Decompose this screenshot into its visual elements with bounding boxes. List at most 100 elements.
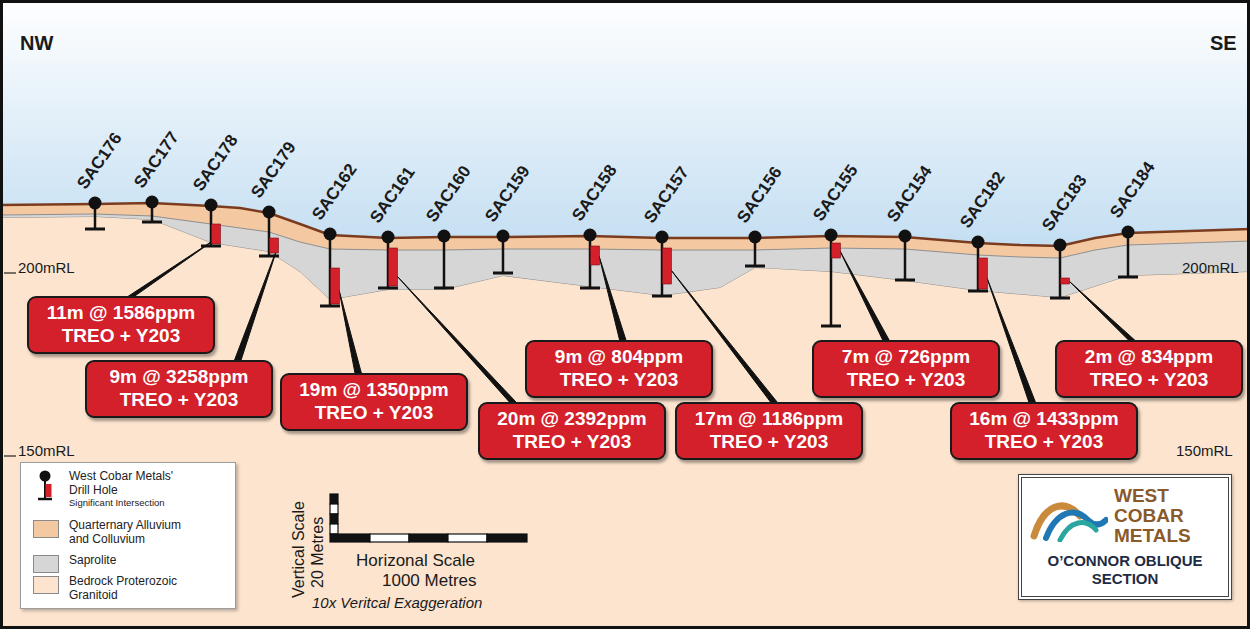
- scale-label: 20 Metres: [309, 517, 327, 588]
- drill-hole: [821, 229, 841, 327]
- hole-collar: [656, 231, 669, 244]
- brand-row: WEST COBAR METALS: [1022, 478, 1228, 548]
- intercept-text: 17m @ 1186ppm TREO + Y203: [690, 408, 848, 454]
- hole-collar: [1054, 239, 1067, 252]
- drill-hole: [378, 231, 398, 289]
- hole-collar: [899, 230, 912, 243]
- hole-collar: [972, 236, 985, 249]
- intercept-callout: 7m @ 726ppm TREO + Y203: [812, 340, 1000, 398]
- hole-collar: [497, 230, 510, 243]
- drill-hole: [320, 228, 340, 307]
- hole-end: [895, 279, 915, 282]
- intercept-callout: 2m @ 834ppm TREO + Y203: [1055, 340, 1243, 398]
- hole-collar: [40, 471, 51, 482]
- intercept-text: 16m @ 1433ppm TREO + Y203: [965, 408, 1123, 454]
- rl-label: 200mRL: [18, 259, 75, 276]
- drill-hole: [1118, 226, 1138, 278]
- hole-end: [259, 255, 279, 258]
- hole-collar: [205, 199, 218, 212]
- alluvium-layer: [0, 203, 1250, 629]
- hole-collar: [146, 196, 159, 209]
- drill-hole: [968, 236, 988, 292]
- legend-swatch: [33, 576, 59, 594]
- intercept-text: 7m @ 726ppm TREO + Y203: [827, 346, 985, 392]
- hole-end: [85, 228, 105, 231]
- hole-end: [38, 498, 52, 501]
- logo-box: WEST COBAR METALS O’CONNOR OBLIQUE SECTIO…: [1018, 474, 1232, 600]
- drill-hole: [1050, 239, 1070, 299]
- rl-label: 150mRL: [18, 442, 75, 459]
- scale-label: Vertical Scale: [290, 501, 308, 598]
- hole-end: [378, 287, 398, 290]
- hole-collar: [263, 206, 276, 219]
- legend-text: Saprolite: [69, 553, 189, 567]
- leader-line: [232, 246, 279, 368]
- hole-collar: [584, 229, 597, 242]
- drill-hole: [580, 229, 600, 289]
- leader-line: [117, 236, 221, 304]
- intercept-text: 11m @ 1586ppm TREO + Y203: [42, 302, 200, 348]
- brand-name: WEST COBAR METALS: [1114, 486, 1198, 546]
- hole-trace: [1127, 233, 1130, 277]
- intersection-bar: [663, 248, 672, 284]
- intersection-bar: [46, 484, 52, 497]
- drill-hole: [745, 231, 765, 267]
- compass-label: NW: [20, 32, 53, 55]
- intersection-bar: [1061, 278, 1070, 284]
- intersection-bar: [591, 246, 600, 265]
- hole-collar: [324, 228, 337, 241]
- scale-bar: [330, 494, 527, 542]
- drill-hole: [201, 199, 221, 247]
- legend-row: Quarternary Alluvium and Colluvium: [21, 518, 235, 547]
- drill-hole: [85, 197, 105, 230]
- intersection-bar: [212, 224, 221, 244]
- hole-collar: [382, 231, 395, 244]
- intercept-callout: 9m @ 804ppm TREO + Y203: [525, 340, 713, 398]
- hole-trace: [1059, 246, 1062, 298]
- legend-row: West Cobar Metals' Drill Hole: [21, 469, 235, 498]
- hole-trace: [443, 237, 446, 288]
- intercept-text: 20m @ 2392ppm TREO + Y203: [493, 408, 651, 454]
- legend-row: Saprolite: [21, 553, 235, 567]
- hole-end: [1050, 297, 1070, 300]
- intercept-callout: 16m @ 1433ppm TREO + Y203: [950, 402, 1138, 460]
- logo-icon: [1030, 490, 1108, 542]
- intersection-bar: [389, 248, 398, 286]
- exaggeration-note: 10x Veritcal Exaggeration: [312, 594, 482, 611]
- section-title: O’CONNOR OBLIQUE SECTION: [1040, 552, 1210, 588]
- hole-end: [580, 287, 600, 290]
- intercept-callout: 9m @ 3258ppm TREO + Y203: [85, 360, 273, 418]
- logo-swoosh: [1060, 522, 1096, 539]
- intersection-bar: [979, 258, 988, 289]
- intercept-text: 2m @ 834ppm TREO + Y203: [1070, 346, 1228, 392]
- legend-symbol: [35, 469, 59, 503]
- hole-end: [745, 265, 765, 268]
- intercept-callout: 17m @ 1186ppm TREO + Y203: [675, 402, 863, 460]
- intersection-bar: [832, 243, 841, 258]
- hole-collar: [825, 229, 838, 242]
- hole-collar: [749, 231, 762, 244]
- intercept-text: 9m @ 3258ppm TREO + Y203: [100, 366, 258, 412]
- legend-text: Quarternary Alluvium and Colluvium: [69, 518, 189, 547]
- legend-swatch: [33, 520, 59, 538]
- hole-end: [434, 287, 454, 290]
- hole-end: [968, 290, 988, 293]
- legend-note: Significant Intersection: [69, 498, 165, 509]
- drill-hole: [652, 231, 672, 297]
- intercept-callout: 11m @ 1586ppm TREO + Y203: [27, 296, 215, 354]
- drill-hole: [142, 196, 162, 223]
- leader-line: [339, 290, 364, 381]
- legend-swatch: [33, 555, 59, 573]
- rl-tick: [4, 272, 16, 273]
- hole-end: [1118, 276, 1138, 279]
- leader-line: [840, 251, 894, 348]
- drill-hole: [895, 230, 915, 281]
- legend-text: Bedrock Proterozoic Granitoid: [69, 574, 189, 603]
- scale-label: Horizonal Scale: [356, 551, 475, 571]
- intercept-callout: 20m @ 2392ppm TREO + Y203: [478, 402, 666, 460]
- hole-end: [493, 272, 513, 275]
- rl-label: 150mRL: [1176, 442, 1233, 459]
- compass-label: SE: [1210, 32, 1237, 55]
- leader-line: [599, 256, 629, 348]
